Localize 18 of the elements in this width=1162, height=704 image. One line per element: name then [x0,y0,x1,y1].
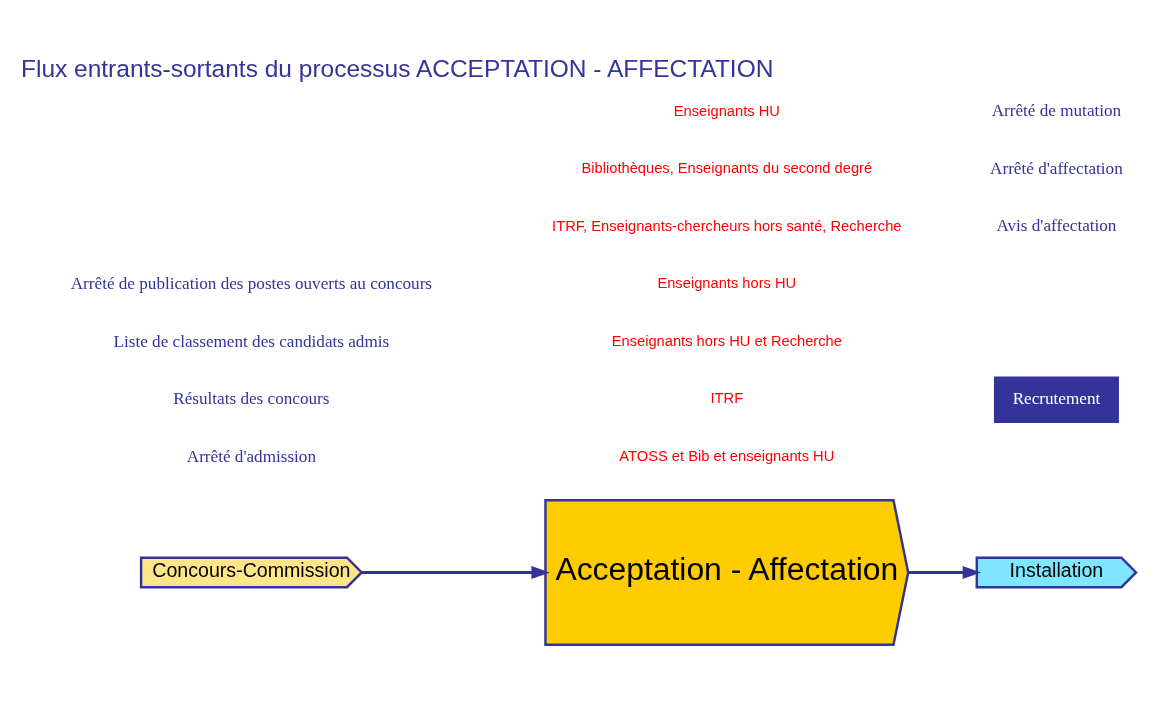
label: Arrêté de mutation [991,100,1122,120]
arrow [908,565,982,579]
label: Résultats des concours [173,388,330,408]
label: Enseignants HU [673,102,780,119]
label: ITRF [710,389,744,406]
label: Liste de classement des candidats admis [113,331,390,351]
label: ATOSS et Bib et enseignants HU [619,447,835,464]
label: Arrêté de publication des postes ouverts au concours [70,273,433,293]
label: Arrêté d'affectation [990,158,1123,178]
label: ITRF, Enseignants-chercheurs hors santé, Recherche [552,217,902,234]
arrow [361,565,550,579]
label: Arrêté d'admission [186,446,316,466]
label: Bibliothèques, Enseignants du second degré [581,159,873,176]
label: Enseignants hors HU [657,274,797,291]
label: Recrutement [1012,388,1101,408]
diagram-title: Flux entrants-sortants du processus ACCEPTATION - AFFECTATION [20,54,774,82]
label: Enseignants hors HU et Recherche [611,332,842,349]
label: Avis d'affectation [996,215,1117,235]
